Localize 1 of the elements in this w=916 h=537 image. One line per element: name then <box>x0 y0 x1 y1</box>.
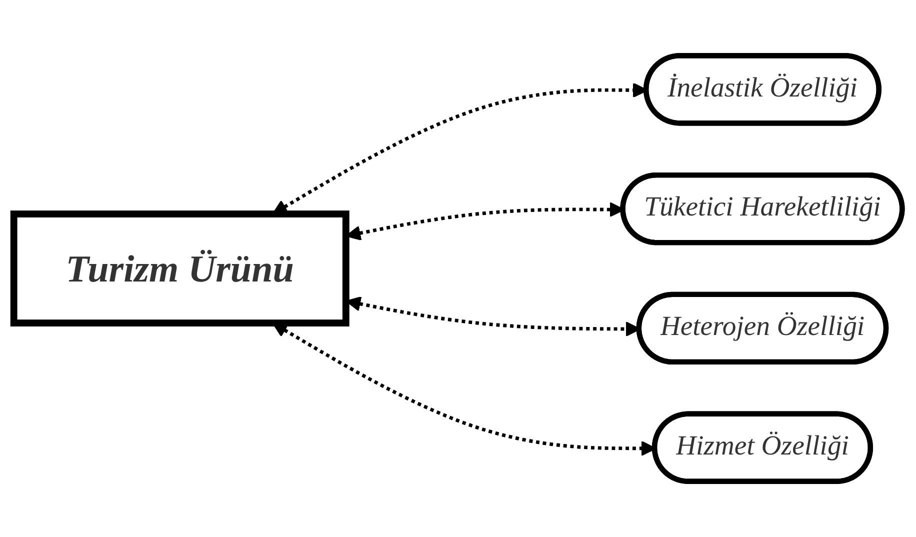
node-box: Turizm Ürünü <box>10 210 350 326</box>
